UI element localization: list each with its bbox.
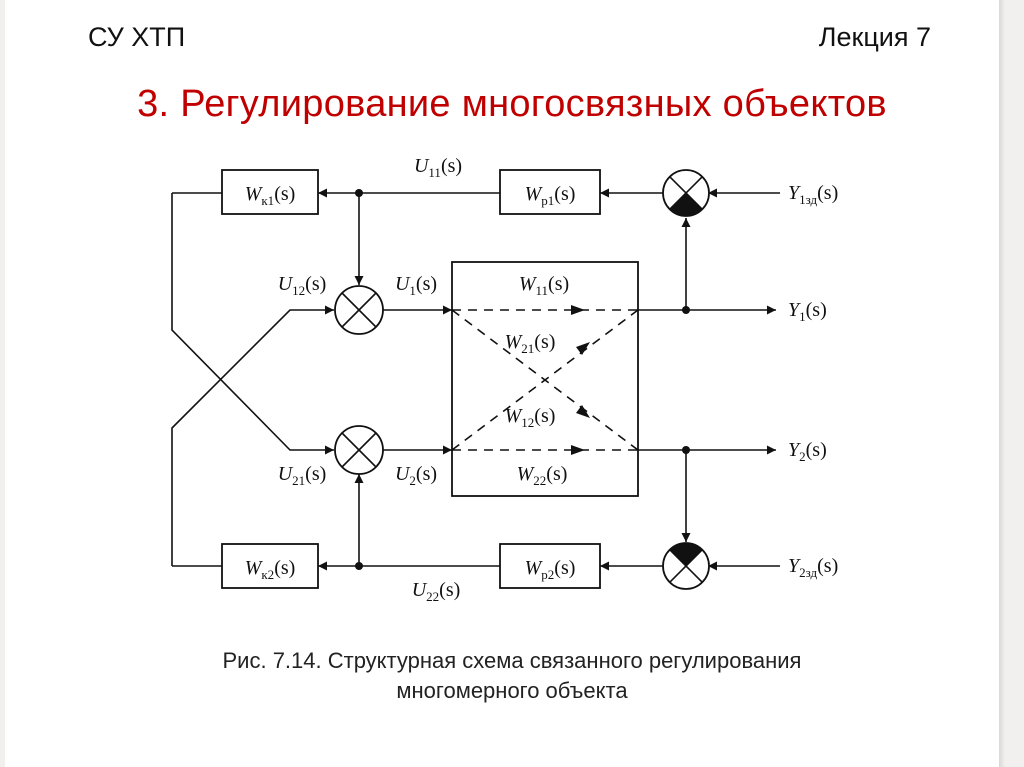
wk2-block — [221, 543, 319, 589]
u1-label: U1(s) — [395, 273, 437, 298]
y2-label: Y2(s) — [788, 439, 827, 464]
y1-label: Y1(s) — [788, 299, 827, 324]
y2zd-label: Y2зд(s) — [788, 555, 838, 580]
wp2-label: Wр2(s) — [525, 557, 576, 582]
junction-dot — [355, 189, 363, 197]
sum-junction-1 — [334, 285, 384, 335]
comparator-1 — [662, 169, 710, 217]
w11-arrowhead — [571, 305, 585, 315]
w12-label: W12(s) — [505, 405, 556, 430]
wk1-label: Wк1(s) — [245, 183, 296, 208]
header-lecture: Лекция 7 — [818, 22, 931, 52]
w12-arrowhead — [576, 405, 590, 418]
u21-cross-line — [171, 193, 334, 455]
w21-arrowhead — [576, 342, 590, 355]
slide-edge-shadow — [999, 0, 1005, 767]
wk2-label: Wк2(s) — [245, 557, 296, 582]
junction-dot — [355, 562, 363, 570]
w12-path — [451, 309, 639, 451]
caption-line-2: многомерного объекта — [396, 678, 628, 703]
header-course: СУ ХТП — [88, 22, 186, 52]
junction-dot — [682, 306, 690, 314]
u22-label: U22(s) — [412, 579, 461, 604]
wk1-block — [221, 169, 319, 215]
slide-title: 3. Регулирование многосвязных объектов — [137, 83, 887, 125]
w22-arrowhead — [571, 445, 585, 455]
w21-label: W21(s) — [505, 331, 556, 356]
u11-label: U11(s) — [414, 155, 462, 180]
wp1-label: Wр1(s) — [525, 183, 576, 208]
wp2-block — [499, 543, 601, 589]
comparator-2 — [662, 542, 710, 590]
u21-label: U21(s) — [278, 463, 327, 488]
figure-caption: Рис. 7.14. Структурная схема связанного … — [0, 646, 1024, 706]
u12-label: U12(s) — [278, 273, 327, 298]
junction-dot — [682, 446, 690, 454]
wp1-block — [499, 169, 601, 215]
u12-cross-line — [171, 305, 334, 566]
w11-label: W11(s) — [519, 273, 569, 298]
u2-label: U2(s) — [395, 463, 437, 488]
caption-line-1: Рис. 7.14. Структурная схема связанного … — [222, 648, 802, 673]
y1zd-label: Y1зд(s) — [788, 182, 838, 207]
sum-junction-2 — [334, 425, 384, 475]
w22-label: W22(s) — [517, 463, 568, 488]
